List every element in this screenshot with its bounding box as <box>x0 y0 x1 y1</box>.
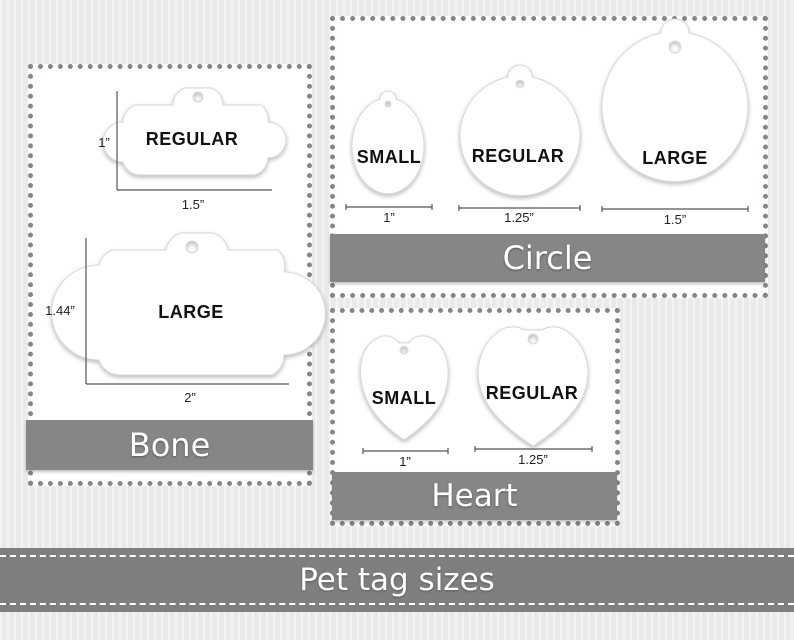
bone-large-height-dim: 1.44” <box>45 238 87 384</box>
heart-small-tag: SMALL <box>360 335 449 441</box>
bone-regular-label: REGULAR <box>146 129 239 149</box>
circle-regular-tag: REGULAR <box>459 64 581 197</box>
bone-regular-tag: REGULAR <box>102 87 287 176</box>
bone-title: Bone <box>128 426 211 464</box>
circle-regular-label: REGULAR <box>472 146 565 166</box>
bone-large-height: 1.44” <box>45 303 75 318</box>
footer-dash-top <box>0 555 794 557</box>
heart-title: Heart <box>431 478 518 514</box>
bone-large-tag: LARGE <box>51 232 326 376</box>
heart-small-width: 1” <box>399 454 411 469</box>
circle-regular-width: 1.25” <box>504 210 534 225</box>
footer-title-text: Pet tag sizes <box>299 562 495 598</box>
circle-small-tag: SMALL <box>351 90 425 195</box>
heart-small-width-dim: 1” <box>362 448 449 469</box>
circle-small-width-dim: 1” <box>345 204 433 225</box>
bone-banner: Bone <box>26 420 313 470</box>
bone-large-width: 2” <box>184 390 196 405</box>
footer-dash-bottom <box>0 603 794 605</box>
bone-regular-height-dim: 1” <box>98 91 118 190</box>
footer-title: Pet tag sizes <box>0 548 794 612</box>
circle-title: Circle <box>502 239 593 277</box>
circle-small-label: SMALL <box>357 147 422 167</box>
circle-large-label: LARGE <box>642 148 708 168</box>
circle-banner: Circle <box>330 234 765 282</box>
bone-regular-width: 1.5” <box>182 197 204 212</box>
footer-band <box>0 548 794 612</box>
heart-banner: Heart <box>332 472 617 520</box>
bone-regular-height: 1” <box>98 135 110 150</box>
heart-regular-tag: REGULAR <box>477 326 589 447</box>
circle-regular-width-dim: 1.25” <box>458 205 581 225</box>
circle-small-width: 1” <box>383 210 395 225</box>
bone-regular-width-dim: 1.5” <box>117 189 272 212</box>
bone-large-width-dim: 2” <box>86 383 289 405</box>
heart-small-label: SMALL <box>372 388 437 408</box>
circle-large-width: 1.5” <box>664 212 686 227</box>
circle-large-width-dim: 1.5” <box>601 206 749 227</box>
circle-large-tag: LARGE <box>601 18 749 183</box>
heart-regular-width-dim: 1.25” <box>474 446 593 467</box>
heart-regular-label: REGULAR <box>486 383 579 403</box>
heart-regular-width: 1.25” <box>518 452 548 467</box>
bone-large-label: LARGE <box>158 302 224 322</box>
